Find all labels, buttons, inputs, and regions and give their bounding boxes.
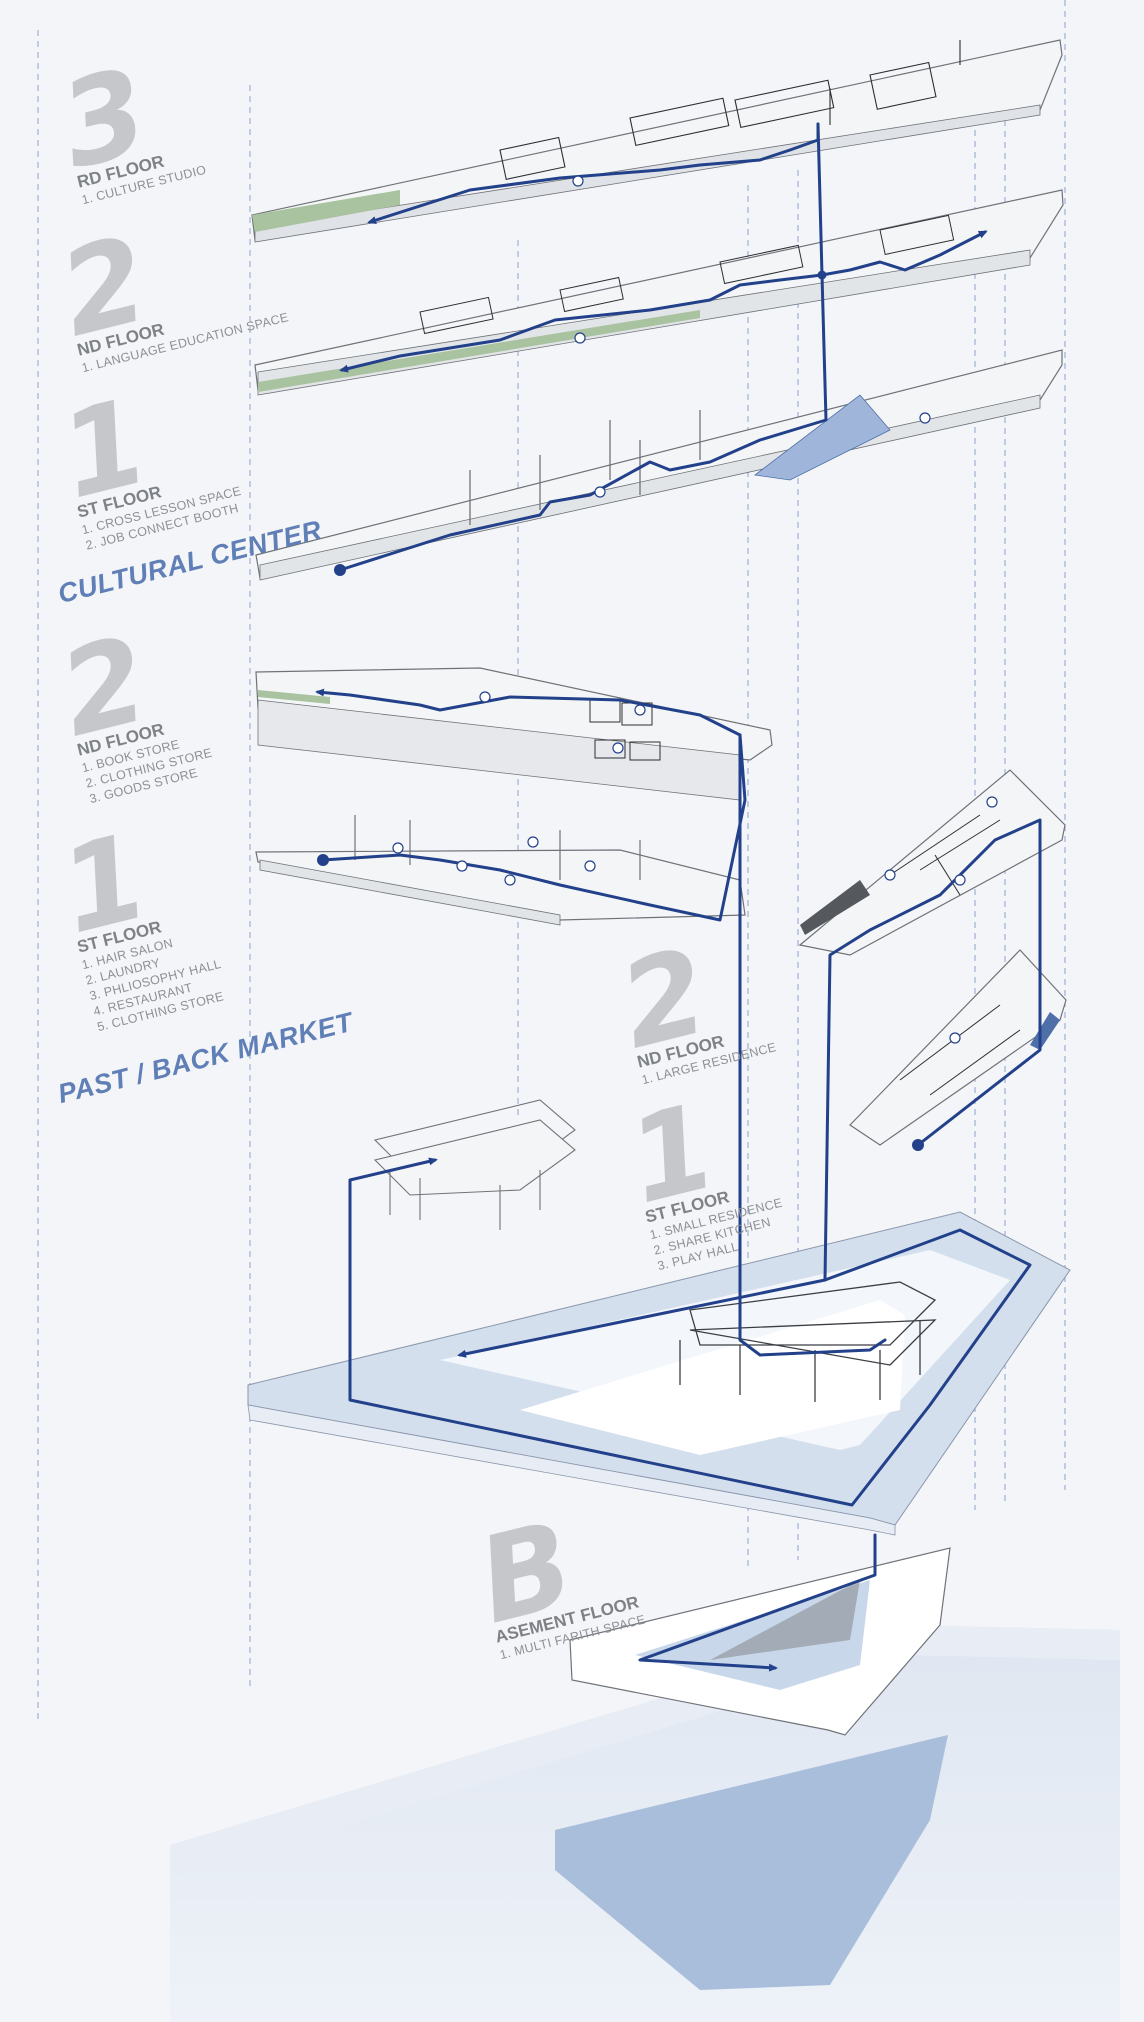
circulation-route (315, 122, 1042, 1672)
route-pm2 (315, 688, 742, 737)
ground-block (170, 1625, 1120, 2022)
ground-plaza (247, 1211, 1071, 1536)
room-number-icon (884, 869, 896, 881)
cc-floor-2-slab (254, 189, 1064, 396)
start-point-icon (334, 564, 346, 576)
cc-floor-3-slab (251, 39, 1063, 243)
route-vertical-cc (338, 122, 828, 572)
room-number-icon (954, 874, 966, 886)
frame-structure (373, 1099, 576, 1230)
room-number-icon (527, 836, 539, 848)
room-number-icon (574, 332, 586, 344)
room-number-icon (504, 874, 516, 886)
route-plaza-inner (457, 1278, 827, 1358)
route-cc2 (339, 273, 824, 373)
route-rs (823, 818, 1042, 1282)
route-cc2-east (820, 230, 988, 277)
route-cc3 (367, 122, 820, 224)
pm-floor-2-slab (255, 667, 773, 801)
room-number-icon (612, 742, 624, 754)
room-number-icon (456, 860, 468, 872)
room-number-icon (392, 842, 404, 854)
room-number-icon (634, 704, 646, 716)
room-number-icon (919, 412, 931, 424)
start-points (317, 270, 924, 1151)
room-number-icon (986, 796, 998, 808)
rs-floor-1-slab (849, 949, 1067, 1146)
route-pm-down (738, 733, 887, 1357)
room-number-icon (572, 175, 584, 187)
room-number-icon (949, 1032, 961, 1044)
pm-floor-1-slab (255, 815, 746, 926)
route-plaza (348, 1157, 1032, 1507)
start-point-icon (817, 270, 827, 280)
start-point-icon (912, 1139, 924, 1151)
room-number-icon (584, 860, 596, 872)
route-pm1 (321, 733, 747, 922)
room-markers (392, 175, 998, 1044)
start-point-icon (317, 854, 329, 866)
route-basement (638, 1533, 877, 1672)
room-number-icon (479, 691, 491, 703)
room-number-icon (594, 486, 606, 498)
rs-floor-2-slab (798, 769, 1066, 956)
